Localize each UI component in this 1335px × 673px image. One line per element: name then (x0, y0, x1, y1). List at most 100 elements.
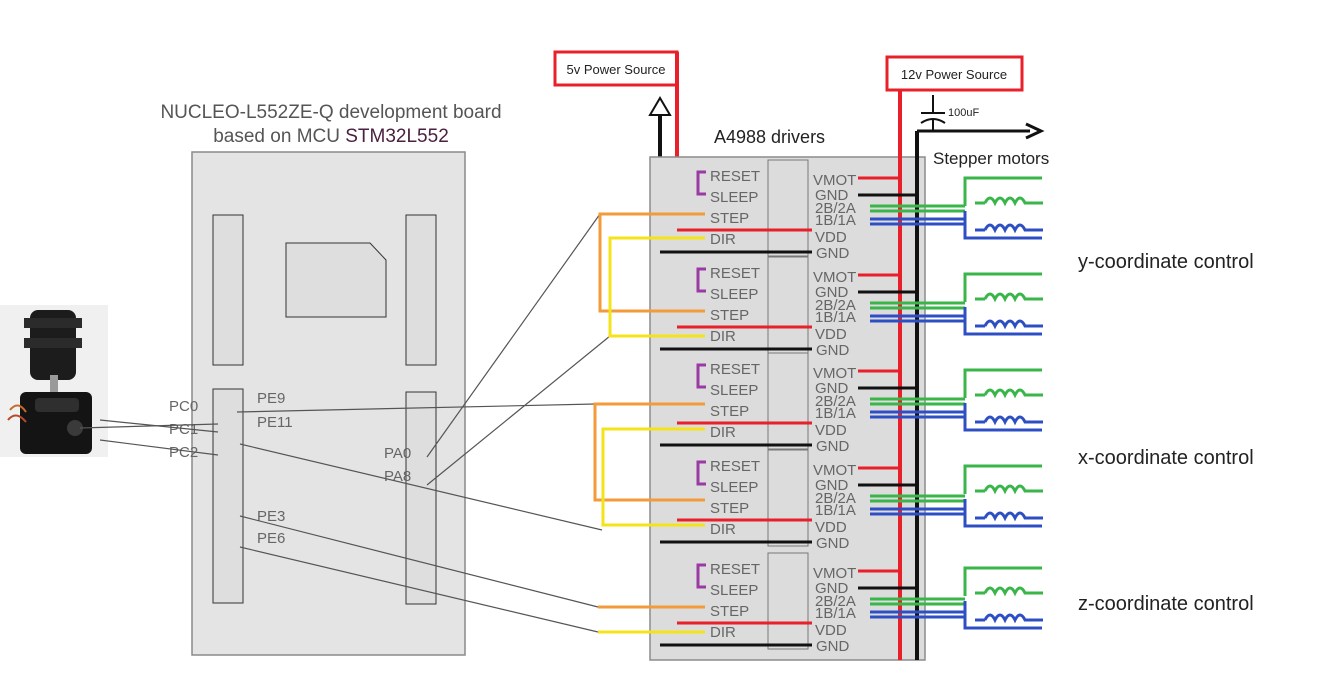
pin-label-pe11: PE11 (257, 414, 293, 431)
coil-green-icon (975, 196, 1043, 207)
driver-pin-reset: RESET (710, 561, 760, 578)
a4988-drivers: RESETSLEEPSTEPDIRVMOTGND2B/2A1B/1AVDDGND… (660, 159, 965, 655)
motor-arrow-right-icon (1025, 122, 1045, 140)
coil-green-icon (975, 292, 1043, 303)
driver-pin-vdd: VDD (815, 622, 847, 639)
five-volt-label: 5v Power Source (567, 62, 666, 77)
coil-blue-icon (975, 613, 1043, 624)
driver-pin-step: STEP (710, 500, 749, 517)
driver-pin-vdd: VDD (815, 229, 847, 246)
step-dir-wires (593, 212, 705, 634)
driver-pin-1b-1a: 1B/1A (815, 605, 856, 622)
stepper-motors (963, 176, 1043, 630)
dir-wire-x (601, 427, 705, 527)
five-volt-power-box: 5v Power Source (553, 50, 679, 87)
step-wire-y (598, 212, 705, 313)
driver-pin-dir: DIR (710, 624, 736, 641)
driver-pin-vmot: VMOT (813, 565, 856, 582)
driver-pin-dir: DIR (710, 231, 736, 248)
reset-sleep-jumper (696, 363, 706, 389)
driver-pin-1b-1a: 1B/1A (815, 212, 856, 229)
stepper-motor-5 (963, 566, 1043, 630)
driver-pin-reset: RESET (710, 458, 760, 475)
green-coil-frame (963, 272, 1042, 302)
green-coil-frame (963, 566, 1042, 596)
capacitor-icon (920, 95, 946, 131)
driver-pin-gnd: GND (815, 187, 849, 204)
driver-pin-sleep: SLEEP (710, 189, 758, 206)
x-control-label: x-coordinate control (1078, 447, 1254, 469)
driver-pin-vmot: VMOT (813, 172, 856, 189)
twelve-volt-power-box: 12v Power Source (885, 55, 1024, 92)
pin-label-pc0: PC0 (169, 398, 198, 415)
driver-chip (767, 449, 809, 547)
coil-green-icon (975, 586, 1043, 597)
driver-pin-vdd: VDD (815, 422, 847, 439)
step-wire-x (593, 402, 705, 502)
blue-coil-frame (963, 499, 1042, 528)
capacitor-label: 100uF (948, 107, 979, 119)
driver-pin-sleep: SLEEP (710, 286, 758, 303)
reset-sleep-jumper (696, 170, 706, 196)
driver-pin-gnd: GND (815, 477, 849, 494)
stepper-motor-1 (963, 176, 1043, 240)
pin-label-pe9: PE9 (257, 390, 285, 407)
driver-pin-dir: DIR (710, 424, 736, 441)
y-control-label: y-coordinate control (1078, 251, 1254, 273)
nucleo-board (191, 151, 466, 656)
stepper-motor-3 (963, 368, 1043, 432)
stepper-motor-4 (963, 464, 1043, 528)
driver-pin-1b-1a: 1B/1A (815, 502, 856, 519)
coil-green-icon (975, 484, 1043, 495)
pin-label-pa8: PA8 (384, 468, 411, 485)
driver-pin-step: STEP (710, 210, 749, 227)
driver-pin-sleep: SLEEP (710, 582, 758, 599)
green-coil-frame (963, 176, 1042, 206)
reset-sleep-jumper (696, 267, 706, 293)
driver-pin-vmot: VMOT (813, 365, 856, 382)
motors-title: Stepper motors (933, 149, 1049, 168)
signal-wires (236, 213, 611, 633)
twelve-volt-label: 12v Power Source (901, 67, 1007, 82)
driver-chip (767, 552, 809, 650)
board-title-line1: NUCLEO-L552ZE-Q development board (160, 102, 501, 123)
driver-pin-2b-2a: 2B/2A (815, 297, 856, 314)
board-title-line2: based on MCU STM32L552 (213, 126, 449, 147)
pin-label-pc2: PC2 (169, 444, 198, 461)
dir-wire-y (608, 236, 705, 338)
z-control-label: z-coordinate control (1078, 593, 1254, 615)
driver-pin-step: STEP (710, 307, 749, 324)
driver-pin-gnd: GND (815, 284, 849, 301)
driver-pin-1b-1a: 1B/1A (815, 405, 856, 422)
blue-coil-frame (963, 601, 1042, 630)
driver-pin-1b-1a: 1B/1A (815, 309, 856, 326)
green-coil-frame (963, 368, 1042, 398)
driver-pin-gnd: GND (816, 245, 850, 262)
coil-blue-icon (975, 223, 1043, 234)
pin-label-pa0: PA0 (384, 445, 411, 462)
driver-chip (767, 256, 809, 354)
driver-pin-gnd: GND (816, 342, 850, 359)
reset-sleep-jumper (696, 460, 706, 486)
driver-pin-vdd: VDD (815, 519, 847, 536)
driver-pin-reset: RESET (710, 265, 760, 282)
driver-pin-step: STEP (710, 603, 749, 620)
joystick-image (0, 305, 108, 457)
driver-pin-sleep: SLEEP (710, 382, 758, 399)
driver-pin-2b-2a: 2B/2A (815, 393, 856, 410)
coil-blue-icon (975, 415, 1043, 426)
driver-pin-gnd: GND (816, 535, 850, 552)
driver-pin-sleep: SLEEP (710, 479, 758, 496)
ground-arrow-up-icon (648, 96, 672, 116)
green-coil-frame (963, 464, 1042, 494)
driver-pin-gnd: GND (816, 438, 850, 455)
driver-pin-2b-2a: 2B/2A (815, 200, 856, 217)
driver-pin-gnd: GND (815, 580, 849, 597)
drivers-title: A4988 drivers (714, 127, 825, 147)
driver-pin-dir: DIR (710, 521, 736, 538)
